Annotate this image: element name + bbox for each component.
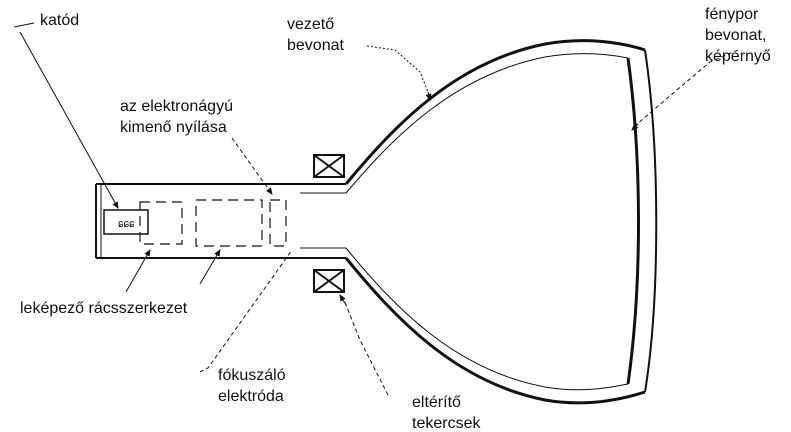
label-kimeno-line2: kimenő nyílása xyxy=(120,119,227,136)
deflection-coil-top xyxy=(313,154,345,178)
label-vezeto-line1: vezető xyxy=(287,16,335,33)
leader-lines xyxy=(13,22,739,396)
tube-bulb xyxy=(344,39,658,405)
cathode: ɕɕɕ xyxy=(103,209,149,235)
leader-vezeto xyxy=(366,45,429,93)
grid-electrodes xyxy=(139,199,287,247)
leader-fokuszalo xyxy=(199,249,293,373)
label-fokuszalo: fókuszáló elektróda xyxy=(218,365,286,407)
label-kimeno-nyilas: az elektronágyú kimenő nyílása xyxy=(120,96,233,138)
label-fenypor-line3: képernyő xyxy=(705,48,771,65)
leader-katod xyxy=(19,31,119,209)
label-fenypor-line2: bevonat, xyxy=(705,27,767,44)
label-katod-text: katód xyxy=(40,12,80,29)
leader-racs-1 xyxy=(125,249,151,293)
label-kimeno-line1: az elektronágyú xyxy=(120,98,233,115)
label-elterito-line1: eltérítő xyxy=(412,394,461,411)
label-racsszerkezet: leképező rácsszerkezet xyxy=(20,298,187,319)
label-racs-text: leképező rácsszerkezet xyxy=(20,300,188,317)
label-elterito-line2: tekercsek xyxy=(412,415,481,432)
leader-katod-tick xyxy=(13,22,35,28)
deflection-coil-bottom xyxy=(313,269,345,293)
leader-kimeno xyxy=(231,137,273,195)
label-fokuszalo-line2: elektróda xyxy=(218,388,284,405)
label-vezeto-line2: bevonat xyxy=(287,37,344,54)
label-katod: katód xyxy=(40,10,79,31)
leader-racs-2 xyxy=(199,249,221,285)
label-elterito: eltérítő tekercsek xyxy=(412,392,480,432)
leader-fenypor xyxy=(634,49,739,127)
leader-elterito xyxy=(343,299,389,396)
label-vezeto-bevonat: vezető bevonat xyxy=(287,14,344,56)
label-fenypor-bevonat: fénypor bevonat, képernyő xyxy=(705,4,771,67)
label-fokuszalo-line1: fókuszáló xyxy=(218,367,286,384)
tube-neck xyxy=(95,183,346,259)
cathode-glyph: ɕɕɕ xyxy=(118,218,135,230)
label-fenypor-line1: fénypor xyxy=(705,6,759,23)
